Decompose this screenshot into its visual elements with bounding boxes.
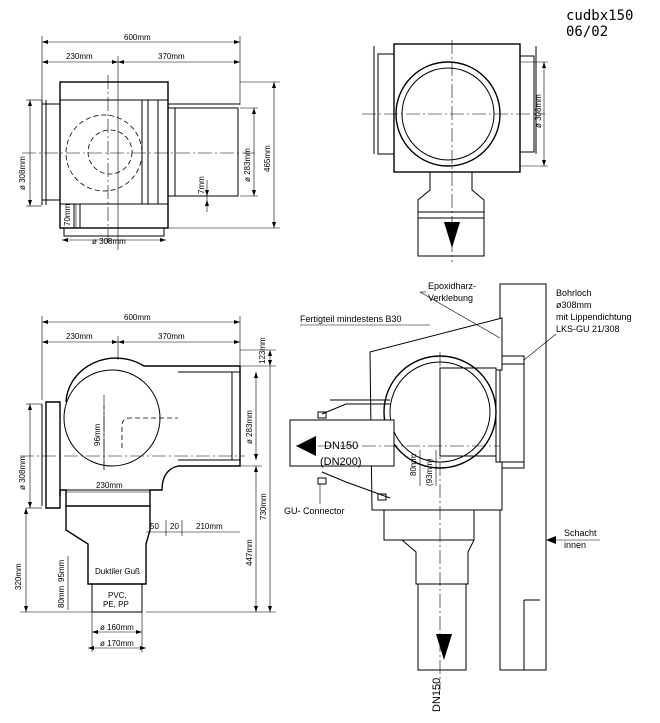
top-right-view: ø 308mm [362, 40, 548, 262]
bl-dim-50: 50 [150, 522, 159, 531]
tl-dim-right: 370mm [158, 52, 185, 61]
bl-dim-95: 95mm [57, 559, 66, 582]
tl-dim-bottom-small: 70mm [63, 203, 72, 226]
tl-dim-bottom-diameter: ø 308mm [92, 237, 126, 246]
br-shaft-line1: Schacht [564, 528, 597, 538]
tl-dim-small: 7mm [197, 176, 206, 194]
br-bore-line4: LKS-GU 21/308 [556, 324, 620, 334]
bottom-right-view: DN150 (DN200) 80mm (93mm) Epoxidharz- Ve… [284, 281, 632, 712]
bl-dim-right: 370mm [158, 332, 185, 341]
bl-dim-diameter-right: ø 283mm [245, 410, 254, 444]
br-dim-93: (93mm) [425, 458, 434, 486]
bl-label-pe: PE, PP [103, 600, 129, 609]
stamp-code: cudbx150 [566, 8, 633, 24]
br-bore-line2: ø308mm [556, 300, 592, 310]
tl-dim-left: 230mm [66, 52, 93, 61]
br-connector-label: GU- Connector [284, 506, 345, 516]
br-bore-line3: mit Lippendichtung [556, 312, 632, 322]
bl-dim-left: 230mm [66, 332, 93, 341]
br-inlet-line2: (DN200) [320, 456, 362, 468]
br-epoxy-line2: Verklebung [428, 293, 473, 303]
top-left-view: 600mm 230mm 370mm ø 308mm [18, 33, 280, 250]
bl-dim-total-height: 730mm [259, 493, 268, 520]
tl-dim-diameter-left: ø 308mm [18, 156, 27, 190]
bl-dim-diameter-left: ø 308mm [18, 456, 27, 490]
bl-dim-total: 600mm [124, 313, 151, 322]
tl-right-outlet [167, 107, 239, 197]
br-shaft-wall [499, 283, 547, 671]
tl-dim-height: 465mm [263, 145, 272, 172]
bl-label-pvc: PVC, [108, 591, 127, 600]
bl-body [59, 357, 241, 507]
tr-dim-diameter: ø 308mm [534, 94, 543, 128]
drawing-stamp: cudbx150 06/02 [566, 8, 633, 40]
bl-dim-20: 20 [170, 522, 179, 531]
bl-dim-top-gap: 123mm [258, 337, 267, 364]
br-dim-80: 80mm [409, 453, 418, 476]
bl-dim-210: 210mm [196, 522, 223, 531]
bl-dim-left-height: 320mm [14, 563, 23, 590]
bl-dim-170: ø 170mm [100, 639, 134, 648]
bl-dim-inner-radius: 96mm [93, 423, 102, 446]
stamp-date: 06/02 [566, 24, 608, 40]
bl-dim-160: ø 160mm [100, 623, 134, 632]
bl-dim-lower-height: 447mm [245, 539, 254, 566]
br-epoxy-line1: Epoxidharz- [428, 281, 476, 291]
tl-dim-diameter-right: ø 283mm [243, 148, 252, 182]
bl-dim-80: 80mm [57, 585, 66, 608]
br-outlet-label: DN150 [431, 678, 443, 712]
br-bore-line1: Bohrloch [556, 288, 592, 298]
br-precast-label: Fertigteil mindestens B30 [300, 314, 402, 324]
bl-dim-outlet-width: 230mm [96, 481, 123, 490]
br-shaft-line2: innen [564, 540, 586, 550]
bl-label-duktil: Duktiler Guß [95, 567, 140, 576]
bottom-left-view: 600mm 230mm 370mm ø 308mm 96mm 230mm Duk… [14, 313, 276, 652]
tl-dim-total: 600mm [124, 33, 151, 42]
br-outlet-arrow [436, 634, 452, 660]
